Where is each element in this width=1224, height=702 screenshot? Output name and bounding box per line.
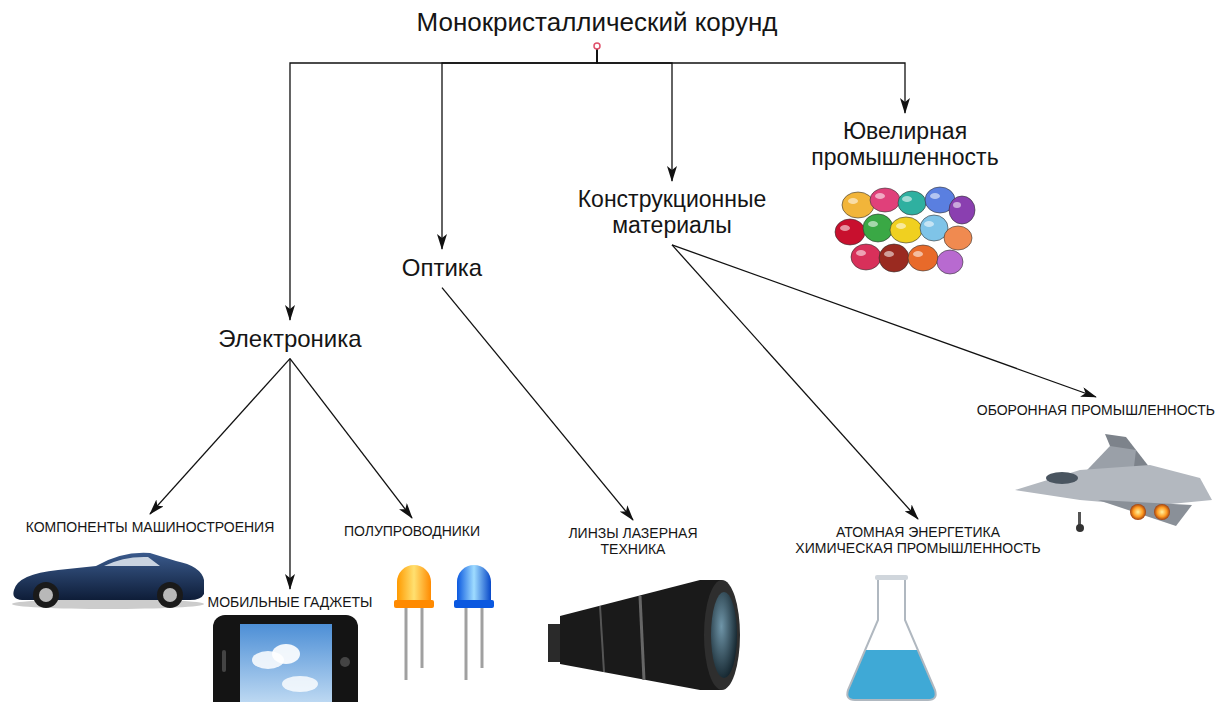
arrow-connector <box>672 245 918 519</box>
category-label: ЛИНЗЫ ЛАЗЕРНАЯ ТЕХНИКА <box>551 523 716 559</box>
node-text: КОМПОНЕНТЫ МАШИНОСТРОЕНИЯ <box>26 519 275 535</box>
category-label: ОБОРОННАЯ ПРОМЫШЛЕННОСТЬ <box>974 400 1218 420</box>
phone-picture <box>213 615 358 702</box>
category-label: ПОЛУПРОВОДНИКИ <box>341 521 483 541</box>
node-text: Оптика <box>402 254 482 282</box>
category-label: МОБИЛЬНЫЕ ГАДЖЕТЫ <box>204 592 375 612</box>
arrow-connector <box>672 245 1096 397</box>
category-label: КОМПОНЕНТЫ МАШИНОСТРОЕНИЯ <box>23 517 278 537</box>
arrow-connector <box>597 44 672 181</box>
arrow-connector <box>597 44 905 113</box>
node-text: Ювелирная промышленность <box>808 118 1002 171</box>
led-picture <box>394 565 494 680</box>
node-text: Конструкционные материалы <box>570 186 774 239</box>
camera-lens-picture <box>548 580 740 690</box>
category-label: АТОМНАЯ ЭНЕРГЕТИКА ХИМИЧЕСКАЯ ПРОМЫШЛЕНН… <box>792 522 1044 558</box>
origin-dot <box>594 43 600 49</box>
gemstones <box>835 187 975 274</box>
arrow-connector <box>290 44 597 320</box>
node-text: ЛИНЗЫ ЛАЗЕРНАЯ ТЕХНИКА <box>554 525 713 557</box>
category-label: Оптика <box>399 252 485 284</box>
node-text: ОБОРОННАЯ ПРОМЫШЛЕННОСТЬ <box>977 402 1215 418</box>
category-label: Ювелирная промышленность <box>805 116 1005 173</box>
node-text: Монокристаллический корунд <box>416 8 777 38</box>
car-picture <box>12 553 204 609</box>
node-text: МОБИЛЬНЫЕ ГАДЖЕТЫ <box>207 594 372 610</box>
arrow-connector <box>289 359 290 589</box>
arrow-connector <box>150 359 290 514</box>
category-label: Электроника <box>215 323 364 355</box>
jet-picture <box>1015 434 1212 532</box>
node-text: АТОМНАЯ ЭНЕРГЕТИКА ХИМИЧЕСКАЯ ПРОМЫШЛЕНН… <box>795 524 1041 556</box>
arrow-connector <box>442 288 633 520</box>
arrow-connector <box>290 359 412 518</box>
arrow-connector <box>442 44 597 249</box>
flask-picture <box>847 575 935 700</box>
category-label: Конструкционные материалы <box>567 184 777 241</box>
node-text: Электроника <box>218 325 361 353</box>
category-label: Монокристаллический корунд <box>413 6 780 40</box>
node-text: ПОЛУПРОВОДНИКИ <box>344 523 480 539</box>
